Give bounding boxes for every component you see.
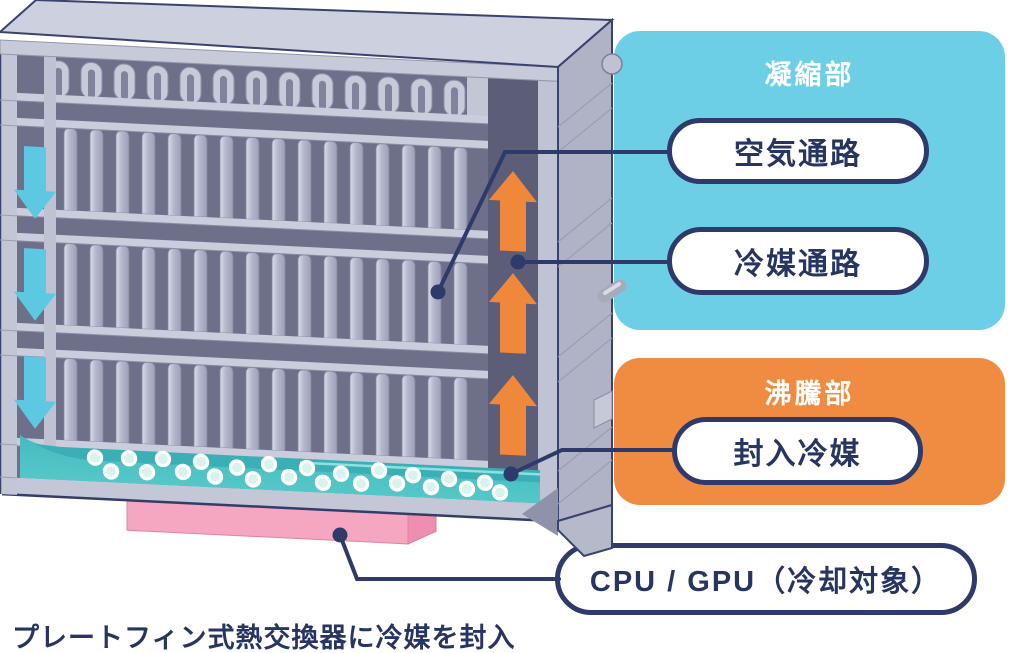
vapor-up-arrow-icon [489,375,537,456]
vapor-up-arrow-icon [489,171,537,252]
boiling-bubbles [86,449,509,501]
unit-top-face [0,0,615,69]
refrigerant-channel [488,77,538,504]
refrigerant-pool [20,434,540,504]
sealed-refrigerant-label: 封入冷媒 [672,417,923,485]
cpu-gpu-target-label: CPU / GPU（冷却対象） [555,543,977,615]
vapor-up-arrow-icon [489,273,537,354]
vapor-up-arrows [489,171,537,456]
leader-line-cpu [338,533,561,581]
plate-fin-rows [63,128,468,461]
boiling-section-title: 沸騰部 [764,379,855,409]
diagram-caption: プレートフィン式熱交換器に冷媒を封入 [12,623,516,653]
condensation-section-title: 凝縮部 [764,60,855,90]
condensation-section-panel: 凝縮部 空気通路 冷媒通路 [614,31,1005,330]
separator-plates [17,92,558,473]
air-passage-label: 空気通路 [667,118,929,184]
cool-air-down-arrows [14,146,56,429]
unit-right-wall [557,17,613,523]
leader-dots [332,254,526,543]
boiling-section-panel: 沸騰部 封入冷媒 [614,358,1005,505]
cool-air-down-arrow-icon [14,356,56,429]
cool-air-down-arrow-icon [14,248,56,321]
refrigerant-passage-label: 冷媒通路 [667,227,929,295]
cool-air-down-arrow-icon [14,146,56,219]
heat-exchanger-unit [0,39,559,545]
unit-interior [17,54,558,505]
top-fin-row [47,60,466,117]
cpu-gpu-block [126,492,437,545]
